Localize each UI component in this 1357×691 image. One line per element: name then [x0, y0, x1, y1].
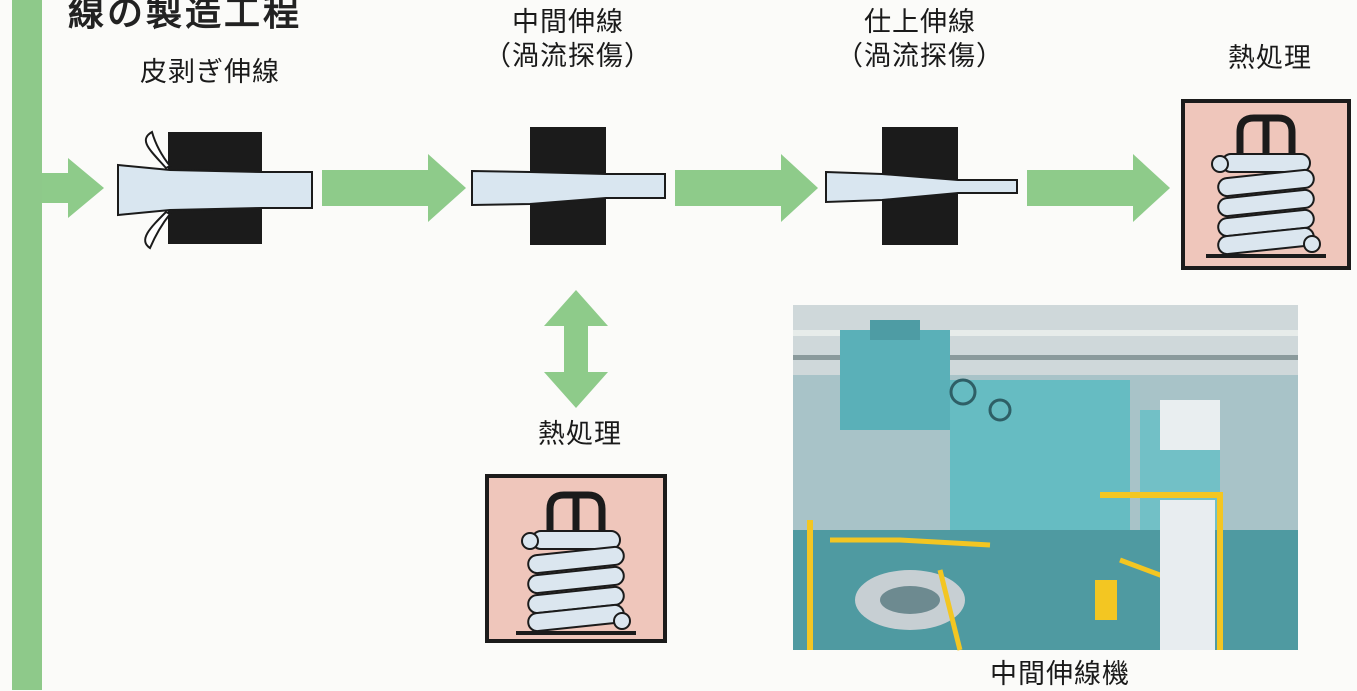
step-label-finish-line1: 仕上伸線	[864, 7, 976, 38]
finish-wire	[825, 170, 1018, 204]
heat-treatment-furnace	[1181, 99, 1351, 270]
flow-arrow-3	[1027, 154, 1170, 222]
intermediate-drawing-stage	[471, 127, 666, 245]
page-title: 線の製造工程	[68, 0, 303, 34]
entry-arrow	[42, 158, 104, 218]
step-label-finish-line2: （渦流探傷）	[836, 41, 1004, 72]
flow-arrow-2	[675, 154, 818, 222]
photo-caption: 中間伸線機	[990, 659, 1130, 690]
peeling-wire	[117, 163, 313, 217]
step-label-finish-drawing: 仕上伸線 （渦流探傷）	[820, 6, 1020, 74]
step-label-intermediate-line1: 中間伸線	[512, 7, 624, 38]
side-heat-treatment-furnace	[485, 474, 667, 643]
step-label-heat-treatment: 熱処理	[1228, 43, 1312, 74]
bidirectional-arrow	[544, 290, 608, 408]
process-sidebar-bar	[12, 0, 42, 690]
step-label-peeling: 皮剥ぎ伸線	[140, 57, 280, 88]
finish-drawing-stage	[825, 127, 1018, 245]
step-label-intermediate-line2: （渦流探傷）	[484, 41, 652, 72]
intermediate-drawing-machine-photo	[793, 305, 1298, 651]
side-step-label-heat-treatment: 熱処理	[538, 419, 622, 450]
peeling-die-stage	[117, 130, 313, 250]
intermediate-wire	[471, 169, 666, 207]
flow-arrow-1	[322, 154, 466, 222]
step-label-intermediate-drawing: 中間伸線 （渦流探傷）	[468, 6, 668, 74]
